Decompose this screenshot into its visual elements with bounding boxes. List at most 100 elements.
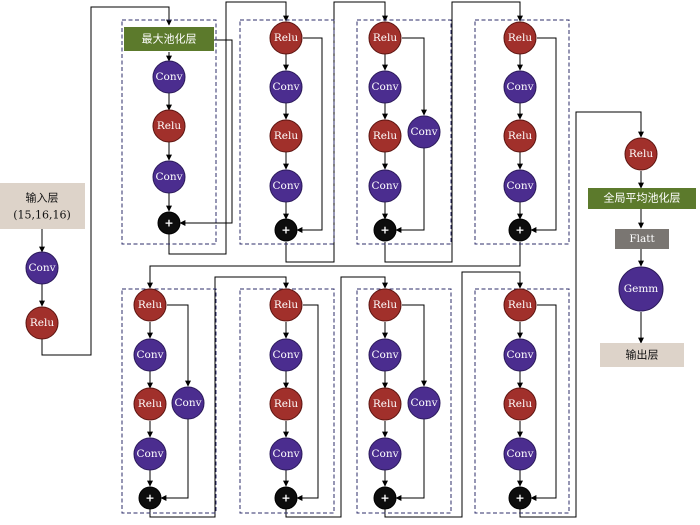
- residual-block-7: Relu Conv Relu Conv Conv +: [356, 288, 452, 514]
- conv-node: [503, 70, 537, 104]
- conv-node: [368, 70, 402, 104]
- global-avg-pool-label: 全局平均池化层: [604, 191, 681, 205]
- flatten-box: [615, 229, 669, 249]
- relu-node-label: Relu: [138, 398, 162, 410]
- conv-node-label: Conv: [506, 81, 533, 93]
- conv-node-label: Conv: [371, 81, 398, 93]
- add-node-symbol: +: [145, 492, 154, 505]
- add-node: [274, 486, 298, 510]
- conv-node: [25, 251, 59, 285]
- relu-node-label: Relu: [274, 299, 298, 311]
- gemm-node: [618, 266, 664, 312]
- conv-node: [133, 338, 167, 372]
- relu-node-label: Relu: [508, 398, 532, 410]
- output-section: Relu 全局平均池化层 Flatt Gemm 输出层: [588, 137, 696, 367]
- residual-block-3: Relu Conv Relu Conv Conv +: [356, 19, 452, 245]
- input-section: 输入层 (15,16,16) Conv Relu: [0, 183, 85, 340]
- shortcut-conv-node-label: Conv: [410, 397, 437, 409]
- relu-node: [152, 109, 186, 143]
- add-node: [274, 218, 298, 242]
- relu-node: [368, 288, 402, 322]
- max-pool-layer-label: 最大池化层: [142, 32, 197, 46]
- conv-node: [269, 70, 303, 104]
- conv-node: [368, 338, 402, 372]
- conv-node-label: Conv: [272, 81, 299, 93]
- relu-node: [269, 21, 303, 55]
- gemm-node-label: Gemm: [624, 283, 659, 295]
- shortcut-conv-node: [407, 386, 441, 420]
- block-border: [121, 288, 217, 514]
- conv-node-label: Conv: [155, 71, 182, 83]
- conv-node: [133, 437, 167, 471]
- relu-node-label: Relu: [629, 148, 653, 160]
- add-node-symbol: +: [380, 492, 389, 505]
- conv-node: [152, 160, 186, 194]
- block-border: [356, 19, 452, 245]
- conv-node-label: Conv: [371, 448, 398, 460]
- relu-node: [503, 21, 537, 55]
- input-layer-title: 输入层: [26, 191, 59, 205]
- add-node-symbol: +: [281, 492, 290, 505]
- conv-node: [503, 338, 537, 372]
- relu-node: [503, 119, 537, 153]
- residual-block-2: Relu Conv Relu Conv +: [239, 19, 335, 245]
- conv-node-label: Conv: [136, 448, 163, 460]
- relu-node: [503, 387, 537, 421]
- add-node: [138, 486, 162, 510]
- conv-node: [152, 60, 186, 94]
- conv-node: [503, 169, 537, 203]
- add-node-symbol: +: [515, 492, 524, 505]
- conv-node-label: Conv: [371, 180, 398, 192]
- global-avg-pool-box: [588, 188, 696, 209]
- add-node-symbol: +: [164, 217, 173, 230]
- conv-node-label: Conv: [272, 180, 299, 192]
- conv-node-label: Conv: [28, 262, 55, 274]
- conv-node-label: Conv: [506, 180, 533, 192]
- add-node: [373, 218, 397, 242]
- add-node: [508, 486, 532, 510]
- relu-node-label: Relu: [274, 32, 298, 44]
- relu-node: [503, 288, 537, 322]
- relu-node-label: Relu: [373, 398, 397, 410]
- shortcut-conv-node: [171, 386, 205, 420]
- residual-block-5: Relu Conv Relu Conv Conv +: [121, 288, 217, 514]
- relu-node: [269, 387, 303, 421]
- block-border: [356, 288, 452, 514]
- output-layer-box: [600, 343, 684, 367]
- residual-block-1: 最大池化层 Conv Relu Conv +: [121, 19, 217, 245]
- relu-node-label: Relu: [30, 317, 54, 329]
- relu-node-label: Relu: [157, 120, 181, 132]
- conv-node: [368, 437, 402, 471]
- flatten-label: Flatt: [629, 233, 655, 245]
- input-layer-shape: (15,16,16): [13, 209, 71, 222]
- relu-node: [368, 21, 402, 55]
- shortcut-conv-node-label: Conv: [410, 126, 437, 138]
- input-layer-box: [0, 183, 85, 229]
- conv-node-label: Conv: [506, 448, 533, 460]
- relu-node: [133, 288, 167, 322]
- relu-node: [269, 119, 303, 153]
- connection-edges: [39, 1, 644, 518]
- add-node: [157, 211, 181, 235]
- relu-node: [25, 306, 59, 340]
- add-node-symbol: +: [515, 224, 524, 237]
- block-border: [474, 19, 570, 245]
- conv-node-label: Conv: [272, 349, 299, 361]
- output-layer-label: 输出层: [626, 348, 659, 362]
- relu-node-label: Relu: [508, 32, 532, 44]
- relu-node: [368, 119, 402, 153]
- add-node: [508, 218, 532, 242]
- residual-block-8: Relu Conv Relu Conv +: [474, 288, 570, 514]
- relu-node-label: Relu: [373, 130, 397, 142]
- relu-node-label: Relu: [274, 398, 298, 410]
- relu-node-label: Relu: [373, 32, 397, 44]
- max-pool-layer-box: [124, 27, 214, 51]
- conv-node-label: Conv: [155, 171, 182, 183]
- relu-node: [624, 137, 658, 171]
- residual-block-6: Relu Conv Relu Conv +: [239, 288, 335, 514]
- block-border: [121, 19, 217, 245]
- conv-node: [368, 169, 402, 203]
- shortcut-conv-node: [407, 115, 441, 149]
- conv-node: [269, 437, 303, 471]
- add-node: [373, 486, 397, 510]
